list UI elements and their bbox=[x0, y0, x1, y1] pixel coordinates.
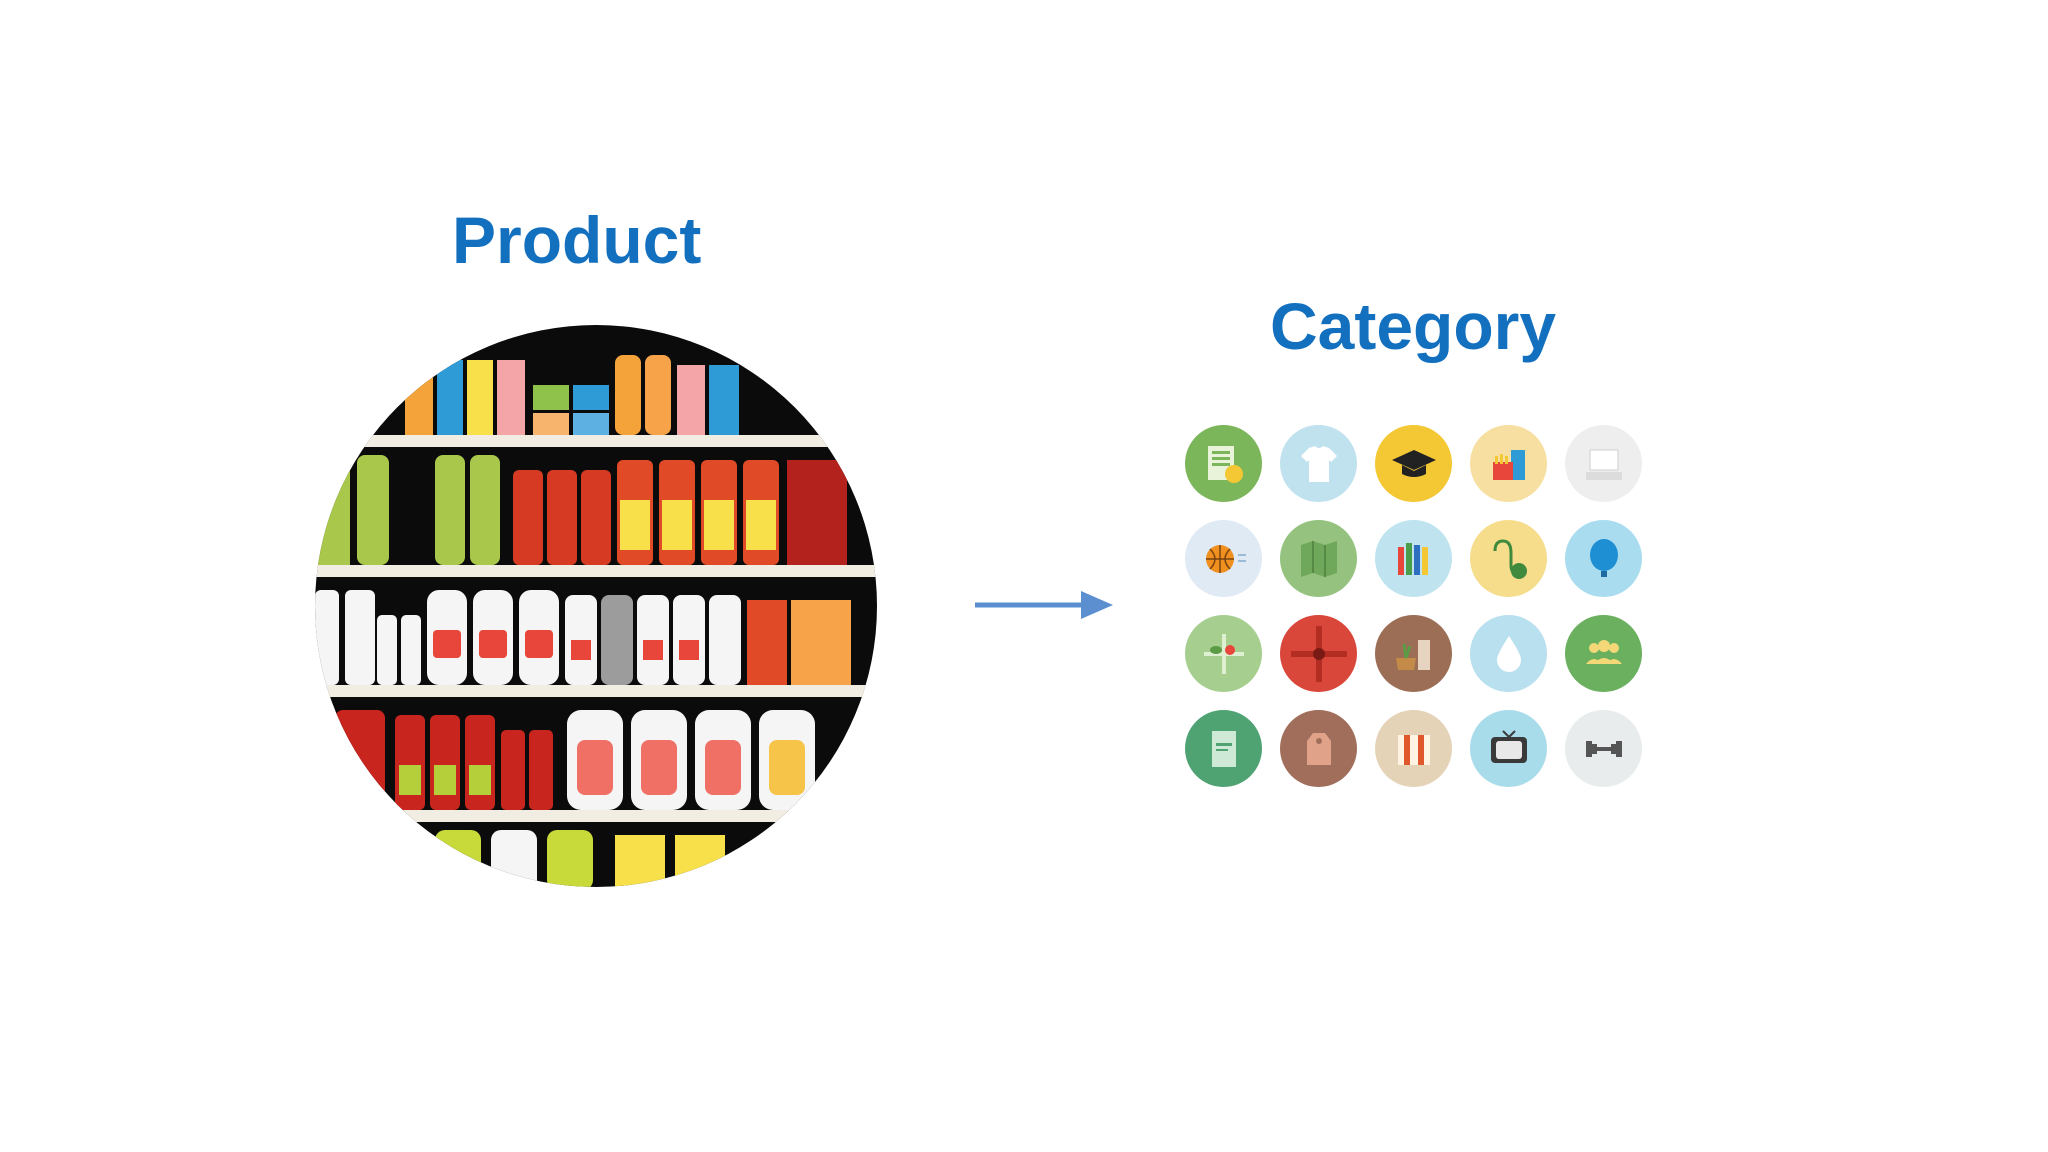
tshirt-icon bbox=[1280, 425, 1357, 502]
product-title: Product bbox=[452, 203, 702, 277]
books-icon bbox=[1375, 710, 1452, 787]
graduation-cap-icon bbox=[1375, 425, 1452, 502]
garden-icon bbox=[1185, 615, 1262, 692]
crayons-icon bbox=[1375, 520, 1452, 597]
fast-food-icon bbox=[1470, 425, 1547, 502]
map-icon bbox=[1280, 520, 1357, 597]
laptop-icon bbox=[1565, 425, 1642, 502]
balloon-icon bbox=[1565, 520, 1642, 597]
category-icon-grid bbox=[1185, 425, 1650, 787]
water-drop-icon bbox=[1470, 615, 1547, 692]
group-icon bbox=[1565, 615, 1642, 692]
charger-plug-icon bbox=[1470, 520, 1547, 597]
basketball-icon bbox=[1185, 520, 1262, 597]
product-shelf-image bbox=[315, 325, 877, 887]
arrow-right-icon bbox=[975, 591, 1113, 619]
finance-icon bbox=[1185, 425, 1262, 502]
discount-coupon-icon bbox=[1185, 710, 1262, 787]
tv-icon bbox=[1470, 710, 1547, 787]
dumbbell-icon bbox=[1565, 710, 1642, 787]
gift-icon bbox=[1280, 615, 1357, 692]
price-tag-icon bbox=[1280, 710, 1357, 787]
category-title: Category bbox=[1270, 289, 1557, 363]
home-decor-icon bbox=[1375, 615, 1452, 692]
